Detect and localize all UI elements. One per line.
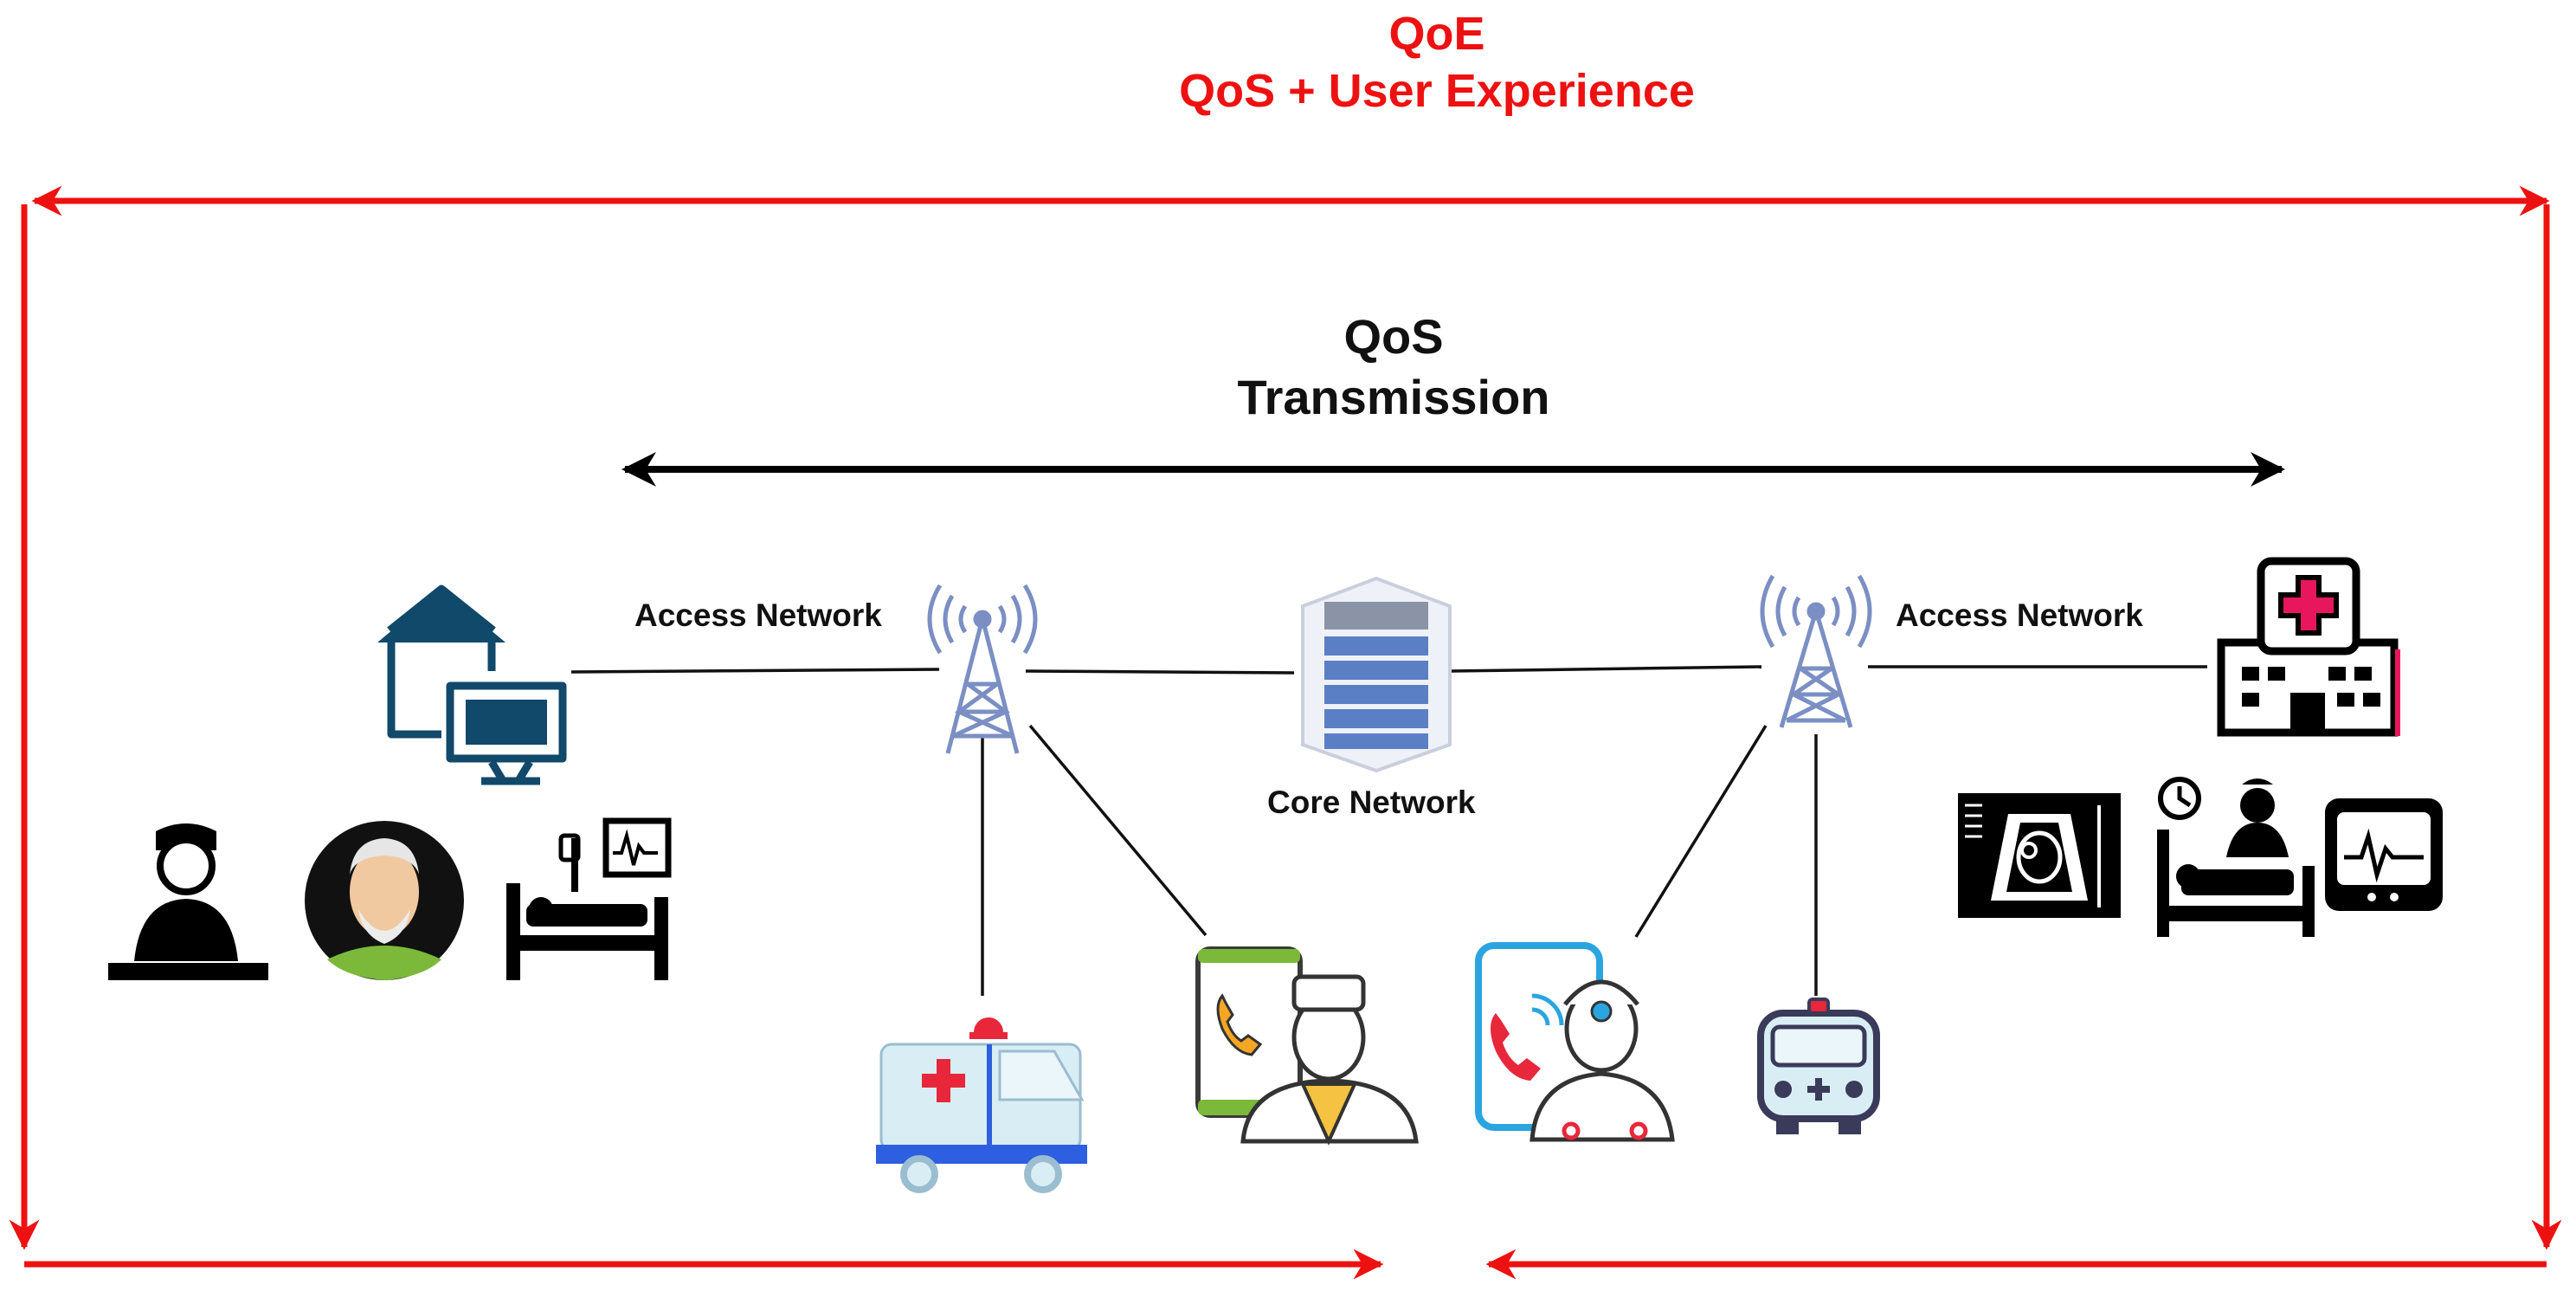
nurse-cross (181, 816, 196, 821)
network-links (570, 665, 2207, 996)
house-roof (377, 589, 506, 643)
heart-monitor-icon (2325, 798, 2443, 911)
qoe-frame (9, 185, 2562, 1280)
qoe-subtitle: QoS + User Experience (1179, 65, 1695, 117)
ambulance-icon (876, 1017, 1087, 1193)
server-rack-icon (1301, 576, 1452, 773)
nurse-icon (108, 823, 268, 980)
hospital-building-icon (2217, 557, 2400, 737)
home-computer-icon (387, 584, 567, 785)
ultrasound-icon (1958, 793, 2121, 918)
elderly-patient-icon (305, 821, 464, 980)
cell-tower-icon (1760, 574, 1872, 728)
cell-tower-icon (927, 584, 1038, 754)
patient-care-icon (2157, 777, 2315, 937)
qos-subtitle: Transmission (1237, 370, 1550, 424)
qoe-title: QoE (1388, 8, 1485, 60)
phone-call-doctor-icon (1475, 942, 1675, 1142)
access-network-left-label: Access Network (634, 597, 882, 633)
core-network-label: Core Network (1267, 785, 1476, 820)
qos-title: QoS (1343, 309, 1444, 364)
phone-doctor-icon (1195, 946, 1419, 1146)
hospital-bed-monitor-icon (506, 817, 672, 980)
access-network-right-label: Access Network (1896, 597, 2143, 633)
ambulance-front-icon (1757, 998, 1880, 1134)
